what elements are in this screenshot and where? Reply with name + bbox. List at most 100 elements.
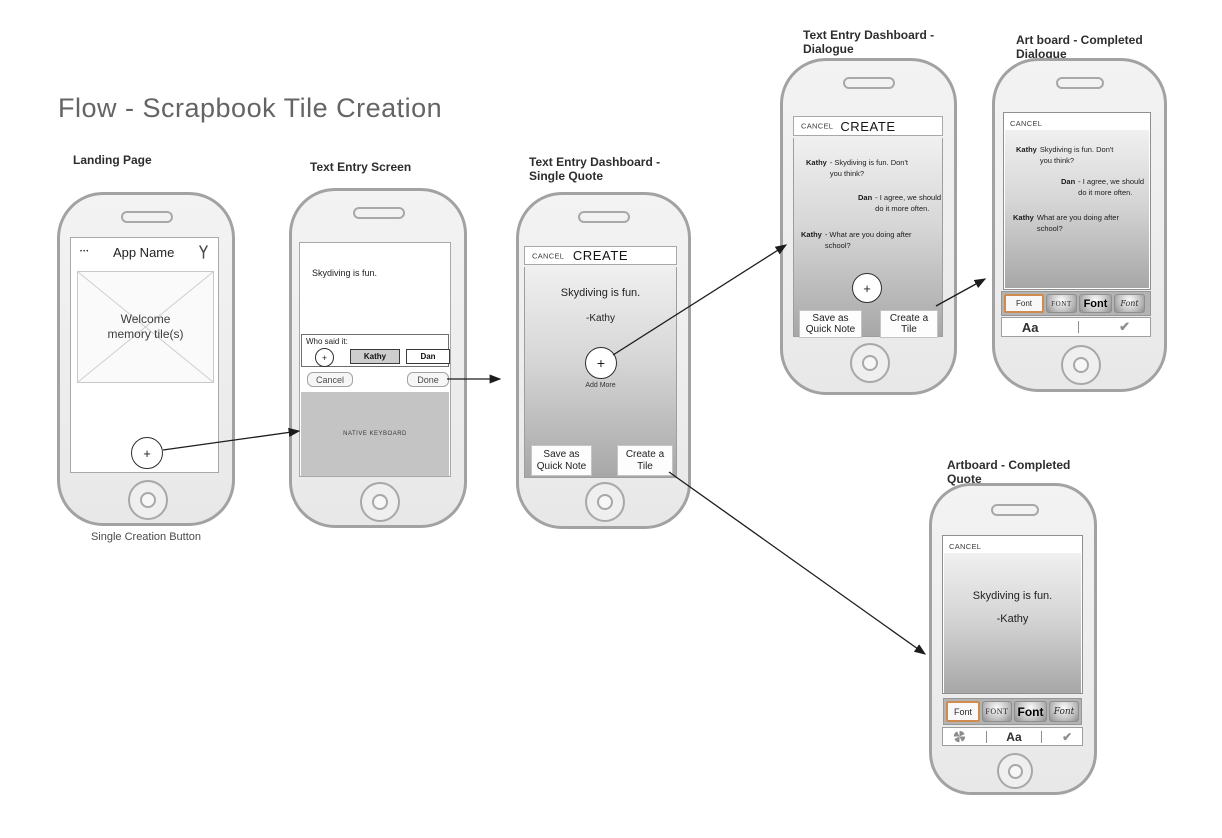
create-tile-button[interactable]: Create a Tile xyxy=(880,310,938,338)
artboard-toolbar: Aa ✔ xyxy=(942,727,1083,746)
confirm-check-icon[interactable]: ✔ xyxy=(1119,319,1131,334)
home-button[interactable] xyxy=(360,482,400,522)
cancel-button[interactable]: CANCEL xyxy=(532,251,565,260)
text-style-button[interactable]: Aa xyxy=(1006,729,1022,744)
toolbar-divider xyxy=(1041,730,1043,743)
arrow-tile-to-artboard-quote xyxy=(668,471,927,655)
font-style-button-bold[interactable]: Font xyxy=(1014,701,1047,722)
font-style-button-caps[interactable]: FONT xyxy=(1046,294,1077,313)
add-speaker-button[interactable]: + xyxy=(315,348,334,367)
page-title: Flow - Scrapbook Tile Creation xyxy=(58,93,443,123)
quote-panel xyxy=(944,553,1081,693)
label-dashboard-dialogue: Text Entry Dashboard - Dialogue xyxy=(803,28,934,56)
native-keyboard[interactable]: NATIVE KEYBOARD xyxy=(301,392,449,476)
plus-icon: + xyxy=(143,445,151,461)
speaker-name: Kathy xyxy=(1016,145,1037,154)
message-text: - I agree, we should do it more often. xyxy=(1078,177,1145,197)
label-artboard-quote: Artboard - Completed Quote xyxy=(947,458,1070,486)
message-text: - What are you doing after school? xyxy=(824,230,912,250)
app-name-title: App Name xyxy=(112,244,175,260)
dialogue-message: Kathy - What are you doing after school? xyxy=(801,230,919,251)
home-dot xyxy=(372,494,388,510)
label-line1: Text Entry Dashboard - xyxy=(803,28,935,42)
speaker-name: Kathy xyxy=(801,230,822,239)
add-more-button[interactable]: + xyxy=(585,347,617,379)
plus-icon: + xyxy=(321,352,328,363)
speaker-slot xyxy=(578,211,630,223)
artboard-screen: CANCEL xyxy=(1003,112,1151,290)
label-landing-page: Landing Page xyxy=(73,153,152,167)
label-line2: Quote xyxy=(947,472,982,486)
dialogue-message: Kathy - Skydiving is fun. Don't you thin… xyxy=(806,158,914,179)
speaker-name: Dan xyxy=(1061,177,1076,186)
cancel-button[interactable]: Cancel xyxy=(307,372,353,387)
dialogue-message: Kathy What are you doing after school? xyxy=(1013,213,1125,234)
cancel-button[interactable]: CANCEL xyxy=(949,542,982,551)
font-style-button-bold[interactable]: Font xyxy=(1079,294,1112,313)
who-said-it-label: Who said it: xyxy=(306,337,348,346)
label-line1: Artboard - Completed xyxy=(947,458,1071,472)
welcome-tile-placeholder: Welcome memory tile(s) xyxy=(77,271,214,383)
home-button[interactable] xyxy=(1061,345,1101,385)
font-style-button-script[interactable]: Font xyxy=(1049,701,1079,722)
home-dot xyxy=(597,494,613,510)
typed-text: Skydiving is fun. xyxy=(312,268,378,278)
font-style-button-plain[interactable]: Font xyxy=(946,701,980,722)
home-button[interactable] xyxy=(585,482,625,522)
artboard-toolbar: Aa ✔ xyxy=(1001,317,1151,337)
home-button[interactable] xyxy=(850,343,890,383)
label-dashboard-single: Text Entry Dashboard - Single Quote xyxy=(529,155,660,183)
create-title: CREATE xyxy=(572,248,629,263)
quote-text: Skydiving is fun. xyxy=(972,590,1053,602)
label-line2: Dialogue xyxy=(1016,47,1067,61)
create-tile-button[interactable]: Create a Tile xyxy=(617,445,673,476)
dialogue-message: Dan - I agree, we should do it more ofte… xyxy=(858,193,944,214)
nav-bar: CANCEL CREATE xyxy=(793,116,943,136)
dialogue-panel xyxy=(1005,130,1149,288)
font-style-button-plain[interactable]: Font xyxy=(1004,294,1044,313)
add-more-button[interactable]: + xyxy=(852,273,882,303)
home-button[interactable] xyxy=(128,480,168,520)
speaker-kathy-button[interactable]: Kathy xyxy=(350,349,400,364)
create-title: CREATE xyxy=(840,118,896,134)
save-quick-note-button[interactable]: Save as Quick Note xyxy=(799,310,862,338)
speaker-dan-button[interactable]: Dan xyxy=(406,349,450,364)
label-line2: Single Quote xyxy=(529,169,604,183)
message-text: What are you doing after school? xyxy=(1036,213,1119,233)
add-more-label: Add More xyxy=(585,382,616,389)
label-text-entry: Text Entry Screen xyxy=(310,160,412,174)
speaker-name: Kathy xyxy=(1013,213,1034,222)
home-dot xyxy=(1073,357,1089,373)
dialogue-panel xyxy=(793,138,943,337)
quote-attribution: -Kathy xyxy=(586,313,615,324)
text-style-button[interactable]: Aa xyxy=(1021,319,1039,335)
confirm-check-icon[interactable]: ✔ xyxy=(1062,729,1073,744)
toolbar-divider xyxy=(1078,321,1080,333)
label-line1: Text Entry Dashboard - xyxy=(529,155,661,169)
create-button[interactable]: + xyxy=(131,437,163,469)
cancel-button[interactable]: CANCEL xyxy=(801,121,834,131)
shutter-icon[interactable] xyxy=(953,730,966,743)
font-style-button-caps[interactable]: FONT xyxy=(982,701,1012,722)
font-selector-row: Font FONT Font Font xyxy=(1001,291,1151,316)
home-dot xyxy=(140,492,156,508)
cancel-button[interactable]: CANCEL xyxy=(1010,119,1043,128)
home-dot xyxy=(862,355,878,371)
quote-attribution: -Kathy xyxy=(996,613,1029,625)
message-text: Skydiving is fun. Don't you think? xyxy=(1039,145,1114,165)
landing-screen: ••• App Name Welcome memory tile(s) xyxy=(70,237,219,473)
speaker-slot xyxy=(843,77,895,89)
label-artboard-dialogue: Art board - Completed Dialogue xyxy=(1016,33,1143,61)
fork-icon[interactable] xyxy=(198,245,209,259)
speaker-slot xyxy=(1056,77,1104,89)
toolbar-divider xyxy=(985,730,987,743)
home-button[interactable] xyxy=(997,753,1033,789)
overflow-menu-icon[interactable]: ••• xyxy=(80,249,90,255)
welcome-tile-text: Welcome memory tile(s) xyxy=(107,312,184,341)
speaker-slot xyxy=(991,504,1039,516)
save-quick-note-button[interactable]: Save as Quick Note xyxy=(531,445,592,476)
font-style-button-script[interactable]: Font xyxy=(1114,294,1145,313)
done-button[interactable]: Done xyxy=(407,372,449,387)
plus-icon: + xyxy=(863,280,871,296)
